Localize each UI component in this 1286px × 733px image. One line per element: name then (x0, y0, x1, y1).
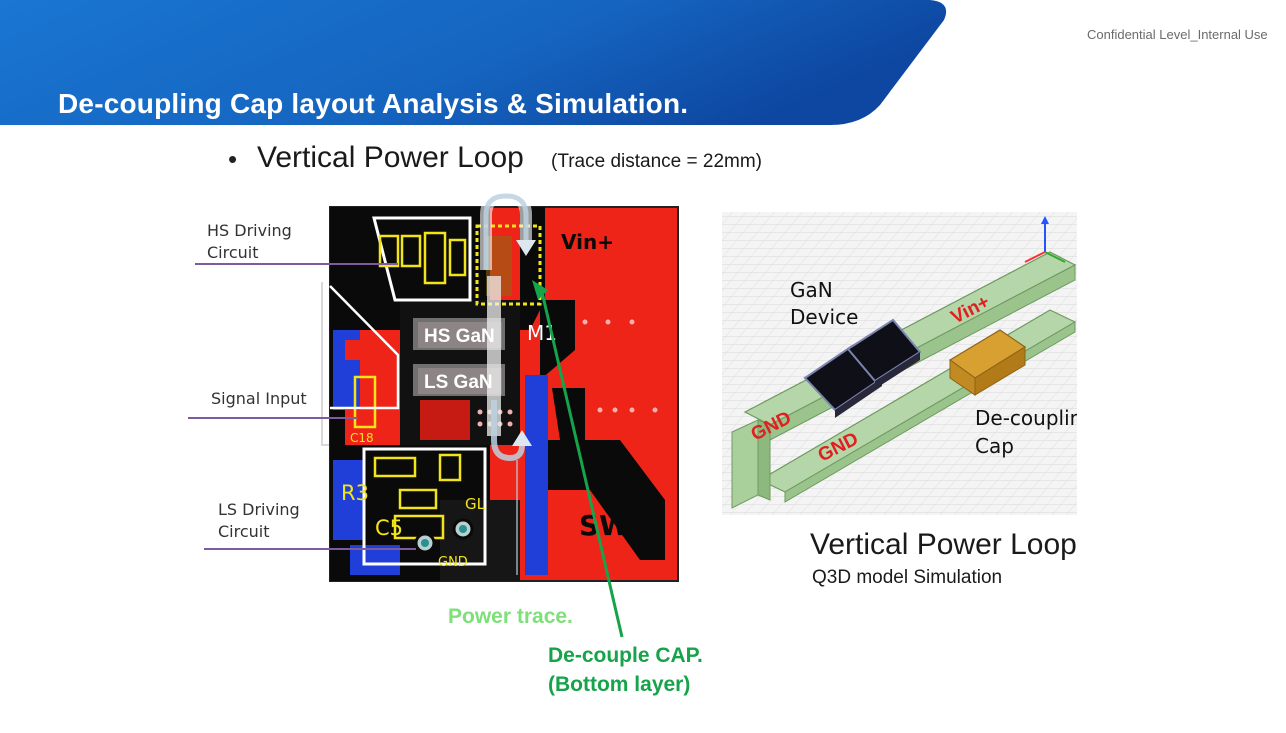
hs-driving-line1: HS Driving (207, 221, 292, 240)
slide-title: De-coupling Cap layout Analysis & Simula… (58, 88, 689, 119)
q3d-simulation-image: Vin+ GND GND GaN Device De-coupling Cap (722, 212, 1077, 515)
pcb-label-gl: GL (465, 495, 486, 513)
power-trace-label: Power trace. (448, 605, 573, 628)
pcb-label-sw: SW (579, 509, 630, 542)
bullet-subtitle: (Trace distance = 22mm) (551, 151, 763, 172)
sim-label-gan-line2: Device (790, 305, 858, 329)
decap-label-line1: De-couple CAP. (548, 644, 703, 667)
sim-label-gan-line1: GaN (790, 278, 833, 302)
pcb-label-ls-gan: LS GaN (424, 372, 493, 393)
pcb-label-c18: C18 (350, 431, 374, 445)
confidential-label: Confidential Level_Internal Use (1087, 27, 1268, 42)
pcb-label-gnd: GND (438, 555, 468, 570)
simulation-subtitle: Q3D model Simulation (812, 567, 1003, 588)
ls-driving-callout: LS Driving Circuit (218, 499, 300, 543)
pcb-label-m1: M1 (527, 321, 557, 345)
header-banner (0, 0, 947, 125)
signal-input-callout: Signal Input (211, 389, 307, 408)
hs-driving-callout: HS Driving Circuit (207, 220, 292, 264)
sim-label-decap-line2: Cap (975, 434, 1014, 458)
pcb-label-vin: Vin+ (561, 230, 614, 254)
bullet-title: Vertical Power Loop (257, 141, 524, 174)
decap-label-line2: (Bottom layer) (548, 673, 691, 696)
ls-driving-line1: LS Driving (218, 500, 300, 519)
bullet-dot: • (228, 144, 238, 174)
sim-label-decap-line1: De-coupling (975, 406, 1077, 430)
pcb-label-hs-gan: HS GaN (424, 326, 495, 347)
hs-driving-line2: Circuit (207, 243, 259, 262)
simulation-title: Vertical Power Loop (810, 528, 1077, 561)
pcb-label-c5: C5 (375, 516, 403, 540)
pcb-label-r3: R3 (341, 481, 369, 505)
ls-driving-line2: Circuit (218, 522, 270, 541)
